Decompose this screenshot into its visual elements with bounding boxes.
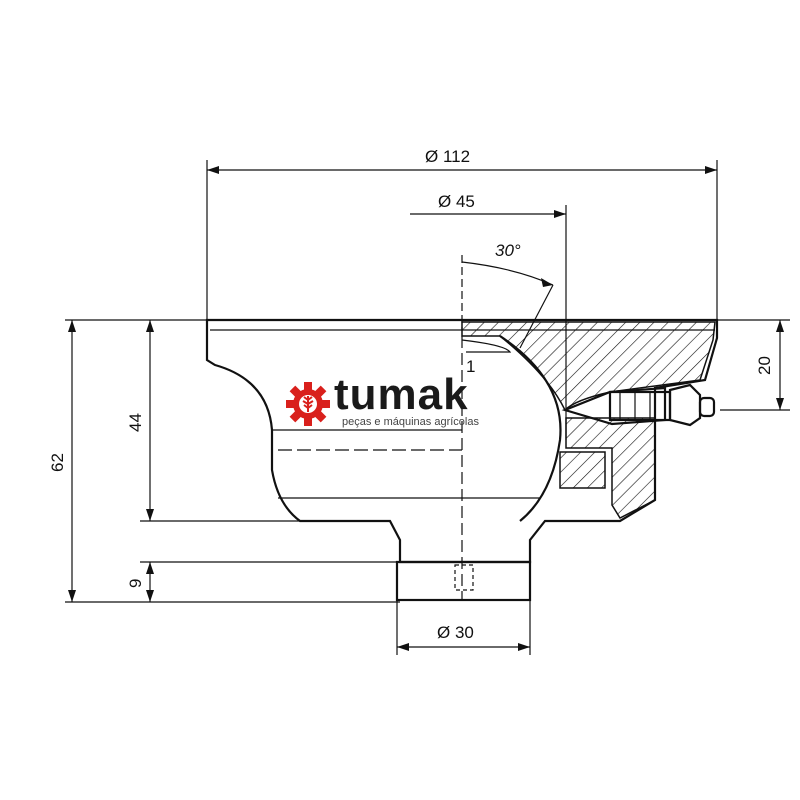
grease-fitting <box>561 383 716 427</box>
dim-overall-diameter: Ø 112 <box>206 147 718 320</box>
tumak-logo: tumak peças e máquinas agrícolas <box>284 370 524 438</box>
dim-body-height-label: 44 <box>126 413 145 432</box>
neck-base <box>395 560 532 602</box>
logo-wordmark: tumak <box>334 370 469 419</box>
dim-top-offset: 20 <box>717 319 790 411</box>
dim-ball-diameter-label: Ø 45 <box>438 192 475 211</box>
dim-neck-diameter: Ø 30 <box>396 600 531 655</box>
dim-base-height: 9 <box>126 561 400 602</box>
section-hatching <box>461 321 716 519</box>
dim-neck-diameter-label: Ø 30 <box>437 623 474 642</box>
dim-total-height-label: 62 <box>48 453 67 472</box>
dim-body-height: 44 <box>126 320 300 522</box>
dim-angle-label: 30° <box>495 241 521 260</box>
logo-tagline: peças e máquinas agrícolas <box>342 416 479 428</box>
dim-overall-diameter-label: Ø 112 <box>425 147 470 166</box>
gear-icon <box>286 382 330 426</box>
dim-total-height: 62 <box>48 319 400 603</box>
dim-angle: 30° <box>461 241 554 349</box>
dim-top-offset-label: 20 <box>755 356 774 375</box>
ball-joint: 1 <box>461 335 562 600</box>
marker-label: 1 <box>466 357 475 376</box>
dim-base-height-label: 9 <box>126 579 145 588</box>
